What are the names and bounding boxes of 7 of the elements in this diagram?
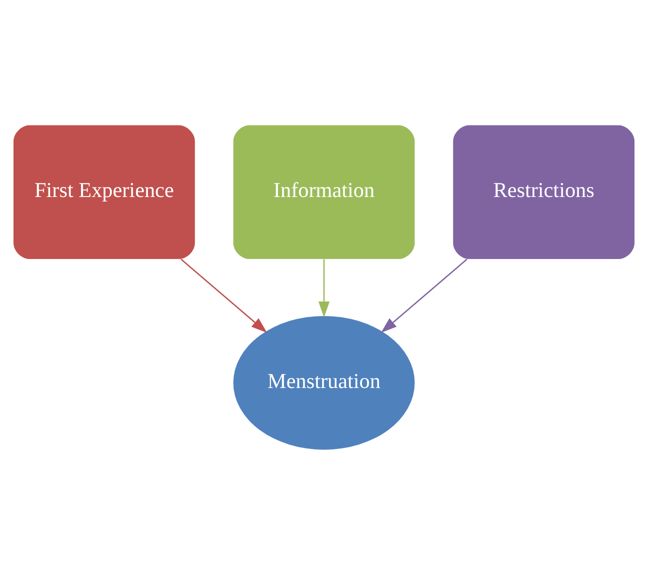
node-ellipse: Menstruation (233, 316, 415, 450)
arrow (180, 258, 268, 333)
arrow (380, 258, 468, 333)
arrow (318, 259, 330, 318)
node-box: First Experience (14, 125, 195, 260)
node-box: Information (233, 125, 415, 260)
node-box: Restrictions (453, 125, 634, 260)
